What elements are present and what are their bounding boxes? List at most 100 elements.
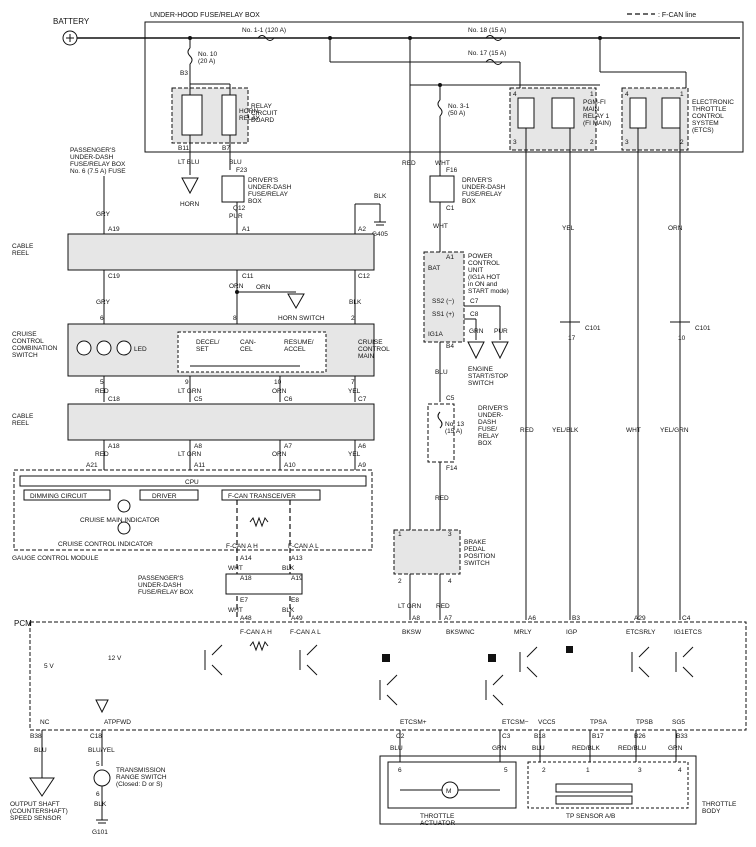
svg-text:F23: F23 <box>236 167 248 174</box>
svg-text:G101: G101 <box>92 829 108 836</box>
svg-text:A29: A29 <box>634 615 646 622</box>
svg-text:F-CAN A L: F-CAN A L <box>290 629 321 636</box>
svg-text:F-CAN A H: F-CAN A H <box>226 543 258 550</box>
cable-reel-upper <box>67 233 375 271</box>
svg-text:WHT: WHT <box>626 427 641 434</box>
led-3 <box>116 340 132 356</box>
svg-text:SPEED SENSOR: SPEED SENSOR <box>10 815 62 822</box>
svg-text:B3: B3 <box>180 70 188 77</box>
svg-text:F-CAN A H: F-CAN A H <box>240 629 272 636</box>
svg-text:No. 1-1 (120 A): No. 1-1 (120 A) <box>242 27 286 34</box>
diode-icon <box>95 699 109 714</box>
svg-text:4: 4 <box>513 91 517 98</box>
svg-text:FUSE/RELAY: FUSE/RELAY <box>462 191 503 198</box>
svg-text:CRUISE MAIN INDICATOR: CRUISE MAIN INDICATOR <box>80 517 160 524</box>
svg-text:HORN: HORN <box>239 108 258 115</box>
svg-text:RED: RED <box>436 603 450 610</box>
svg-text:F14: F14 <box>446 465 458 472</box>
svg-text:POWER: POWER <box>468 253 493 260</box>
svg-text:YEL: YEL <box>348 451 361 458</box>
svg-text:in ON and: in ON and <box>468 281 498 288</box>
svg-text:DIMMING CIRCUIT: DIMMING CIRCUIT <box>30 493 87 500</box>
svg-text:A7: A7 <box>284 443 292 450</box>
svg-text:C18: C18 <box>90 733 102 740</box>
svg-text:C101: C101 <box>695 325 711 332</box>
svg-text:PASSENGER'S: PASSENGER'S <box>138 575 184 582</box>
svg-text:CRUISE: CRUISE <box>358 339 383 346</box>
svg-text:6: 6 <box>100 315 104 322</box>
svg-text:No. 6 (7.5 A) FUSE: No. 6 (7.5 A) FUSE <box>70 168 126 175</box>
svg-text:BKSWNC: BKSWNC <box>446 629 475 636</box>
horn-relay-coil <box>221 94 237 136</box>
svg-text:DRIVER: DRIVER <box>152 493 177 500</box>
pcm-module <box>29 621 747 731</box>
svg-text:1: 1 <box>586 767 590 774</box>
svg-text:GRN: GRN <box>469 328 484 335</box>
svg-text:A18: A18 <box>108 443 120 450</box>
svg-text:(ETCS): (ETCS) <box>692 127 714 134</box>
svg-text:PGM-FI: PGM-FI <box>583 99 606 106</box>
svg-text:C19: C19 <box>108 273 120 280</box>
svg-text:MRLY: MRLY <box>514 629 532 636</box>
svg-text:No. 3-1: No. 3-1 <box>448 103 470 110</box>
svg-text:RED: RED <box>435 495 449 502</box>
svg-text:DASH: DASH <box>478 419 496 426</box>
fuse-1-1 <box>257 35 275 41</box>
svg-text:Q12: Q12 <box>233 205 246 212</box>
svg-text:YEL/BLK: YEL/BLK <box>552 427 579 434</box>
svg-text:1: 1 <box>590 91 594 98</box>
svg-text:TP SENSOR A/B: TP SENSOR A/B <box>566 813 615 820</box>
svg-text:RELAY: RELAY <box>239 115 260 122</box>
svg-text:BOX: BOX <box>248 198 262 205</box>
svg-text:A8: A8 <box>194 443 202 450</box>
svg-text:GRY: GRY <box>96 211 111 218</box>
svg-text:GAUGE CONTROL MODULE: GAUGE CONTROL MODULE <box>12 555 99 562</box>
svg-text:BKSW: BKSW <box>402 629 422 636</box>
svg-text:CONTROL: CONTROL <box>358 346 390 353</box>
engine-switch-icon-1 <box>467 341 485 360</box>
svg-text:RED/BLK: RED/BLK <box>572 745 600 752</box>
output-shaft-sensor-icon <box>29 777 55 797</box>
svg-text:VCC5: VCC5 <box>538 719 556 726</box>
svg-text:3: 3 <box>448 531 452 538</box>
svg-text:THROTTLE: THROTTLE <box>420 813 455 820</box>
svg-text:GRN: GRN <box>668 745 683 752</box>
svg-text:M: M <box>446 788 451 795</box>
svg-text:PASSENGER'S: PASSENGER'S <box>70 147 116 154</box>
svg-text:LED: LED <box>134 346 147 353</box>
svg-text:SYSTEM: SYSTEM <box>692 120 719 127</box>
drivers-fuse-box-1 <box>221 175 245 203</box>
svg-text:ORN: ORN <box>229 283 244 290</box>
horn-relay-switch <box>181 94 203 136</box>
battery-label: BATTERY <box>53 17 90 26</box>
svg-text:BLK: BLK <box>94 801 107 808</box>
svg-text:PUR: PUR <box>229 213 243 220</box>
svg-text:YEL: YEL <box>562 225 575 232</box>
svg-text:A7: A7 <box>444 615 452 622</box>
engine-switch-icon-2 <box>491 341 509 360</box>
svg-text:BLU: BLU <box>390 745 403 752</box>
svg-text:BLK: BLK <box>282 565 295 572</box>
svg-text:(20 A): (20 A) <box>198 58 215 65</box>
svg-text:1: 1 <box>398 531 402 538</box>
svg-text:RELAY: RELAY <box>251 103 272 110</box>
svg-text:CRUISE CONTROL INDICATOR: CRUISE CONTROL INDICATOR <box>58 541 153 548</box>
svg-text:8: 8 <box>233 315 237 322</box>
svg-text:CIRCUIT: CIRCUIT <box>251 110 277 117</box>
throttle-body-outline <box>379 755 697 825</box>
pcm-transistor-group <box>204 644 694 706</box>
svg-text:CABLE: CABLE <box>12 413 34 420</box>
brake-pedal-position-switch <box>393 529 461 575</box>
driver-block <box>139 489 199 501</box>
svg-text:B38: B38 <box>30 733 42 740</box>
svg-text:A1: A1 <box>446 254 454 261</box>
svg-text:COMBINATION: COMBINATION <box>12 345 58 352</box>
svg-text:ORN: ORN <box>256 284 271 291</box>
svg-text:FUSE/RELAY: FUSE/RELAY <box>248 191 289 198</box>
svg-text:A14: A14 <box>240 555 252 562</box>
svg-text:BLK: BLK <box>374 193 387 200</box>
svg-text:UNDER-DASH: UNDER-DASH <box>462 184 506 191</box>
svg-text:ETCSM−: ETCSM− <box>502 719 529 726</box>
svg-text:YEL/GRN: YEL/GRN <box>660 427 689 434</box>
